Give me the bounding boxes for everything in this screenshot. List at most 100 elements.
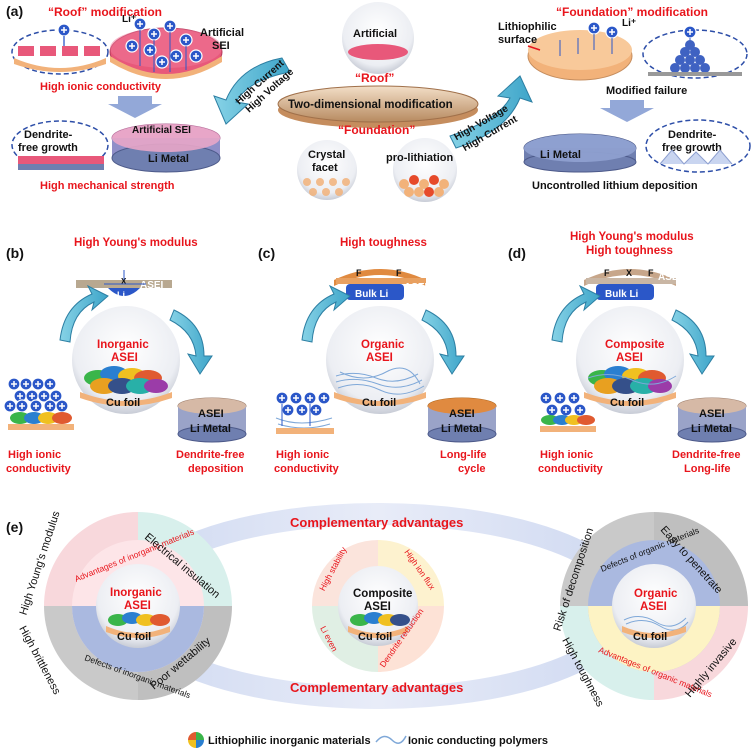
e-center-1: Composite xyxy=(353,588,412,600)
panel-c-cu-foil: Cu foil xyxy=(362,397,396,409)
e-right-center-1: Organic xyxy=(634,588,678,600)
panel-c-label: (c) xyxy=(258,245,275,261)
panel-c-f2: F xyxy=(396,268,402,278)
li-metal-right: Li Metal xyxy=(540,149,581,161)
sei-block xyxy=(40,46,56,56)
artificial-sei-label: Artificial SEI xyxy=(132,125,191,136)
crystal-sphere xyxy=(297,140,357,200)
panel-d-cu-foil: Cu foil xyxy=(610,397,644,409)
panel-c-ions xyxy=(275,391,334,434)
artificial-sei-label-2: SEI xyxy=(212,40,230,52)
panel-b-left-2: conductivity xyxy=(6,463,72,475)
panel-d-center-2: ASEI xyxy=(616,352,643,364)
li-ion-icon xyxy=(57,23,71,37)
panel-e-label: (e) xyxy=(6,519,23,535)
panel-d-x: X xyxy=(626,268,632,278)
panel-d-bulk: Bulk Li xyxy=(605,289,639,300)
panel-d-center-1: Composite xyxy=(605,339,664,351)
right-curved-arrow xyxy=(449,75,533,149)
legend-swatch-inorganic xyxy=(188,732,204,748)
panel-d-f1: F xyxy=(604,268,610,278)
dendrite-free-r1: Dendrite- xyxy=(668,129,717,141)
dendrite-free-r2: free growth xyxy=(662,142,722,154)
panel-c-left-2: conductivity xyxy=(274,463,340,475)
panel-c-left-1: High ionic xyxy=(276,449,329,461)
panel-b-label: (b) xyxy=(6,245,24,261)
down-arrow xyxy=(108,96,162,118)
panel-c-asei-r: ASEI xyxy=(449,408,475,420)
li-plus-label: Li⁺ xyxy=(122,14,136,25)
panel-b-right-1: Dendrite-free xyxy=(176,449,244,461)
e-left-cu: Cu foil xyxy=(117,631,151,643)
lithiophilic-2: surface xyxy=(498,34,537,46)
panel-c-title: High toughness xyxy=(340,237,427,249)
panel-b-center-1: Inorganic xyxy=(97,339,149,351)
left-curved-arrow xyxy=(213,57,291,125)
panel-d-left-2: conductivity xyxy=(538,463,604,475)
panel-d-right-2: Long-life xyxy=(684,463,730,475)
dendrite-free-1: Dendrite- xyxy=(24,129,73,141)
panel-d-right-1: Dendrite-free xyxy=(672,449,740,461)
center-two-dim: Two-dimensional modification xyxy=(288,99,453,111)
uncontrolled-label: Uncontrolled lithium deposition xyxy=(532,180,698,192)
e-left-center-2: ASEI xyxy=(124,600,151,612)
dendrite-free-2: free growth xyxy=(18,142,78,154)
panel-c-li-metal: Li Metal xyxy=(441,423,482,435)
legend-item-1: Lithiophilic inorganic materials xyxy=(208,735,371,747)
panel-d-asei-r: ASEI xyxy=(699,408,725,420)
panel-d: (d) High Young's modulus High toughness … xyxy=(508,231,747,475)
inorganic-wheel: Inorganic ASEI Cu foil Advantages of ino… xyxy=(16,509,232,700)
panel-a: (a) “Roof” modification Li⁺ Artificial S… xyxy=(6,2,751,202)
sei-block xyxy=(18,46,34,56)
panel-c: (c) High toughness Bulk Li ASEI F F Orga… xyxy=(258,237,497,475)
e-right-center-2: ASEI xyxy=(640,601,667,613)
panel-d-ions xyxy=(539,391,596,432)
panel-b-right-2: deposition xyxy=(188,463,244,475)
panel-b: (b) High Young's modulus ASEI Li X Inorg… xyxy=(3,237,247,475)
legend-swatch-polymer xyxy=(375,735,407,744)
panel-b-left-1: High ionic xyxy=(8,449,61,461)
panel-d-f2: F xyxy=(648,268,654,278)
two-dim-disk xyxy=(277,85,479,123)
panel-d-title-1: High Young's modulus xyxy=(570,231,694,243)
roof-mod-title: “Roof” modification xyxy=(48,5,162,19)
sei-block xyxy=(84,46,100,56)
crystal-1: Crystal xyxy=(308,149,345,161)
e-center-cu: Cu foil xyxy=(358,631,392,643)
panel-d-left-1: High ionic xyxy=(540,449,593,461)
foundation-mod-title: “Foundation” modification xyxy=(556,5,708,19)
panel-c-asei: ASEI xyxy=(404,282,428,293)
panel-b-center-2: ASEI xyxy=(111,352,138,364)
prolith-label: pro-lithiation xyxy=(386,152,453,164)
center-roof: “Roof” xyxy=(355,71,394,85)
e-left-center-1: Inorganic xyxy=(110,587,162,599)
panel-b-li: Li xyxy=(117,290,125,300)
complementary-bottom: Complementary advantages xyxy=(290,680,463,695)
e-right-cu: Cu foil xyxy=(633,631,667,643)
legend-item-2: Ionic conducting polymers xyxy=(408,735,548,747)
modified-failure: Modified failure xyxy=(606,85,687,97)
crystal-2: facet xyxy=(312,162,338,174)
composite-wheel: Composite ASEI Cu foil High stability Hi… xyxy=(312,540,444,672)
panel-b-title: High Young's modulus xyxy=(74,237,198,249)
panel-c-right-1: Long-life xyxy=(440,449,486,461)
panel-d-title-2: High toughness xyxy=(586,245,673,257)
panel-e: (e) Complementary advantages Complementa… xyxy=(6,503,748,748)
panel-c-right-2: cycle xyxy=(458,463,486,475)
high-ionic-label: High ionic conductivity xyxy=(40,81,162,93)
panel-d-label: (d) xyxy=(508,245,526,261)
bulk-li xyxy=(346,284,404,300)
panel-c-f1: F xyxy=(356,268,362,278)
li-plus-right: Li⁺ xyxy=(622,18,636,29)
sei-block xyxy=(62,46,78,56)
panel-c-bulk: Bulk Li xyxy=(355,289,389,300)
panel-b-asei: ASEI xyxy=(140,280,164,291)
panel-b-x: X xyxy=(121,277,127,286)
panel-c-center-1: Organic xyxy=(361,339,405,351)
panel-a-label: (a) xyxy=(6,3,23,19)
panel-b-cu-foil: Cu foil xyxy=(106,397,140,409)
center-foundation: “Foundation” xyxy=(338,123,415,137)
panel-d-li-metal: Li Metal xyxy=(691,423,732,435)
panel-c-center-2: ASEI xyxy=(366,352,393,364)
e-center-2: ASEI xyxy=(364,601,391,613)
